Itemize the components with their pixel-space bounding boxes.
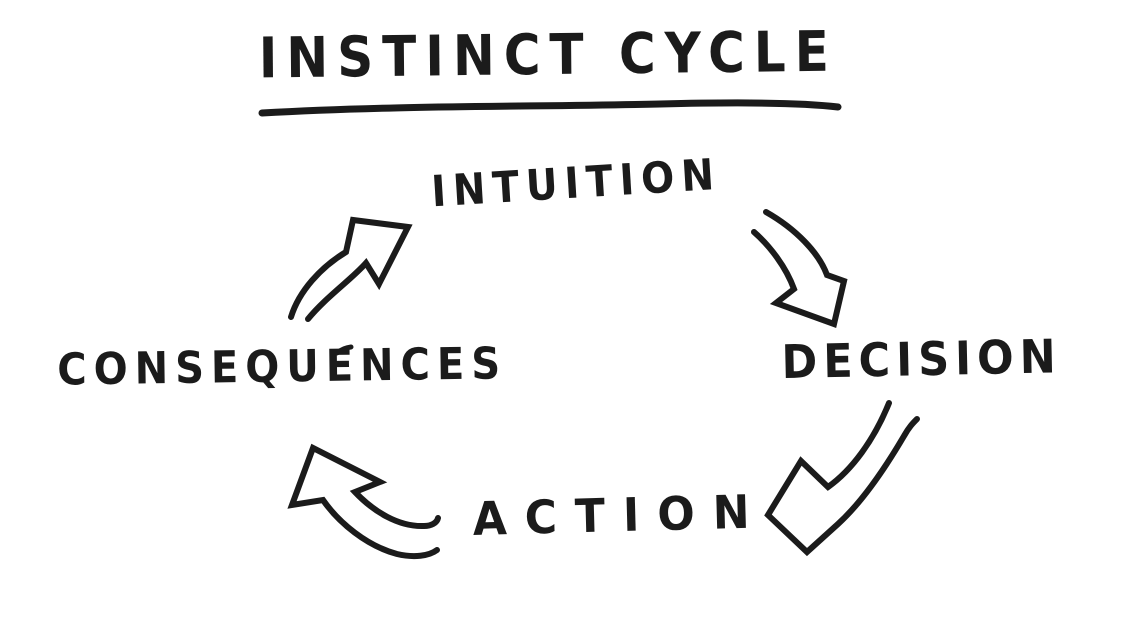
- arrow-action-to-consequences: [287, 443, 441, 560]
- title-underline-stroke: [258, 99, 842, 117]
- arrow-consequences-to-intuition: [288, 216, 413, 322]
- node-label-consequences: CONSEQUENCES: [57, 338, 508, 396]
- arrow-intuition-to-decision: [751, 209, 848, 328]
- diagram-title: INSTINCT CYCLE: [258, 19, 839, 91]
- node-label-decision: DECISION: [781, 330, 1063, 390]
- arrow-decision-to-action: [764, 400, 920, 557]
- node-label-action: ACTION: [472, 485, 769, 547]
- accent-mark: [334, 344, 354, 356]
